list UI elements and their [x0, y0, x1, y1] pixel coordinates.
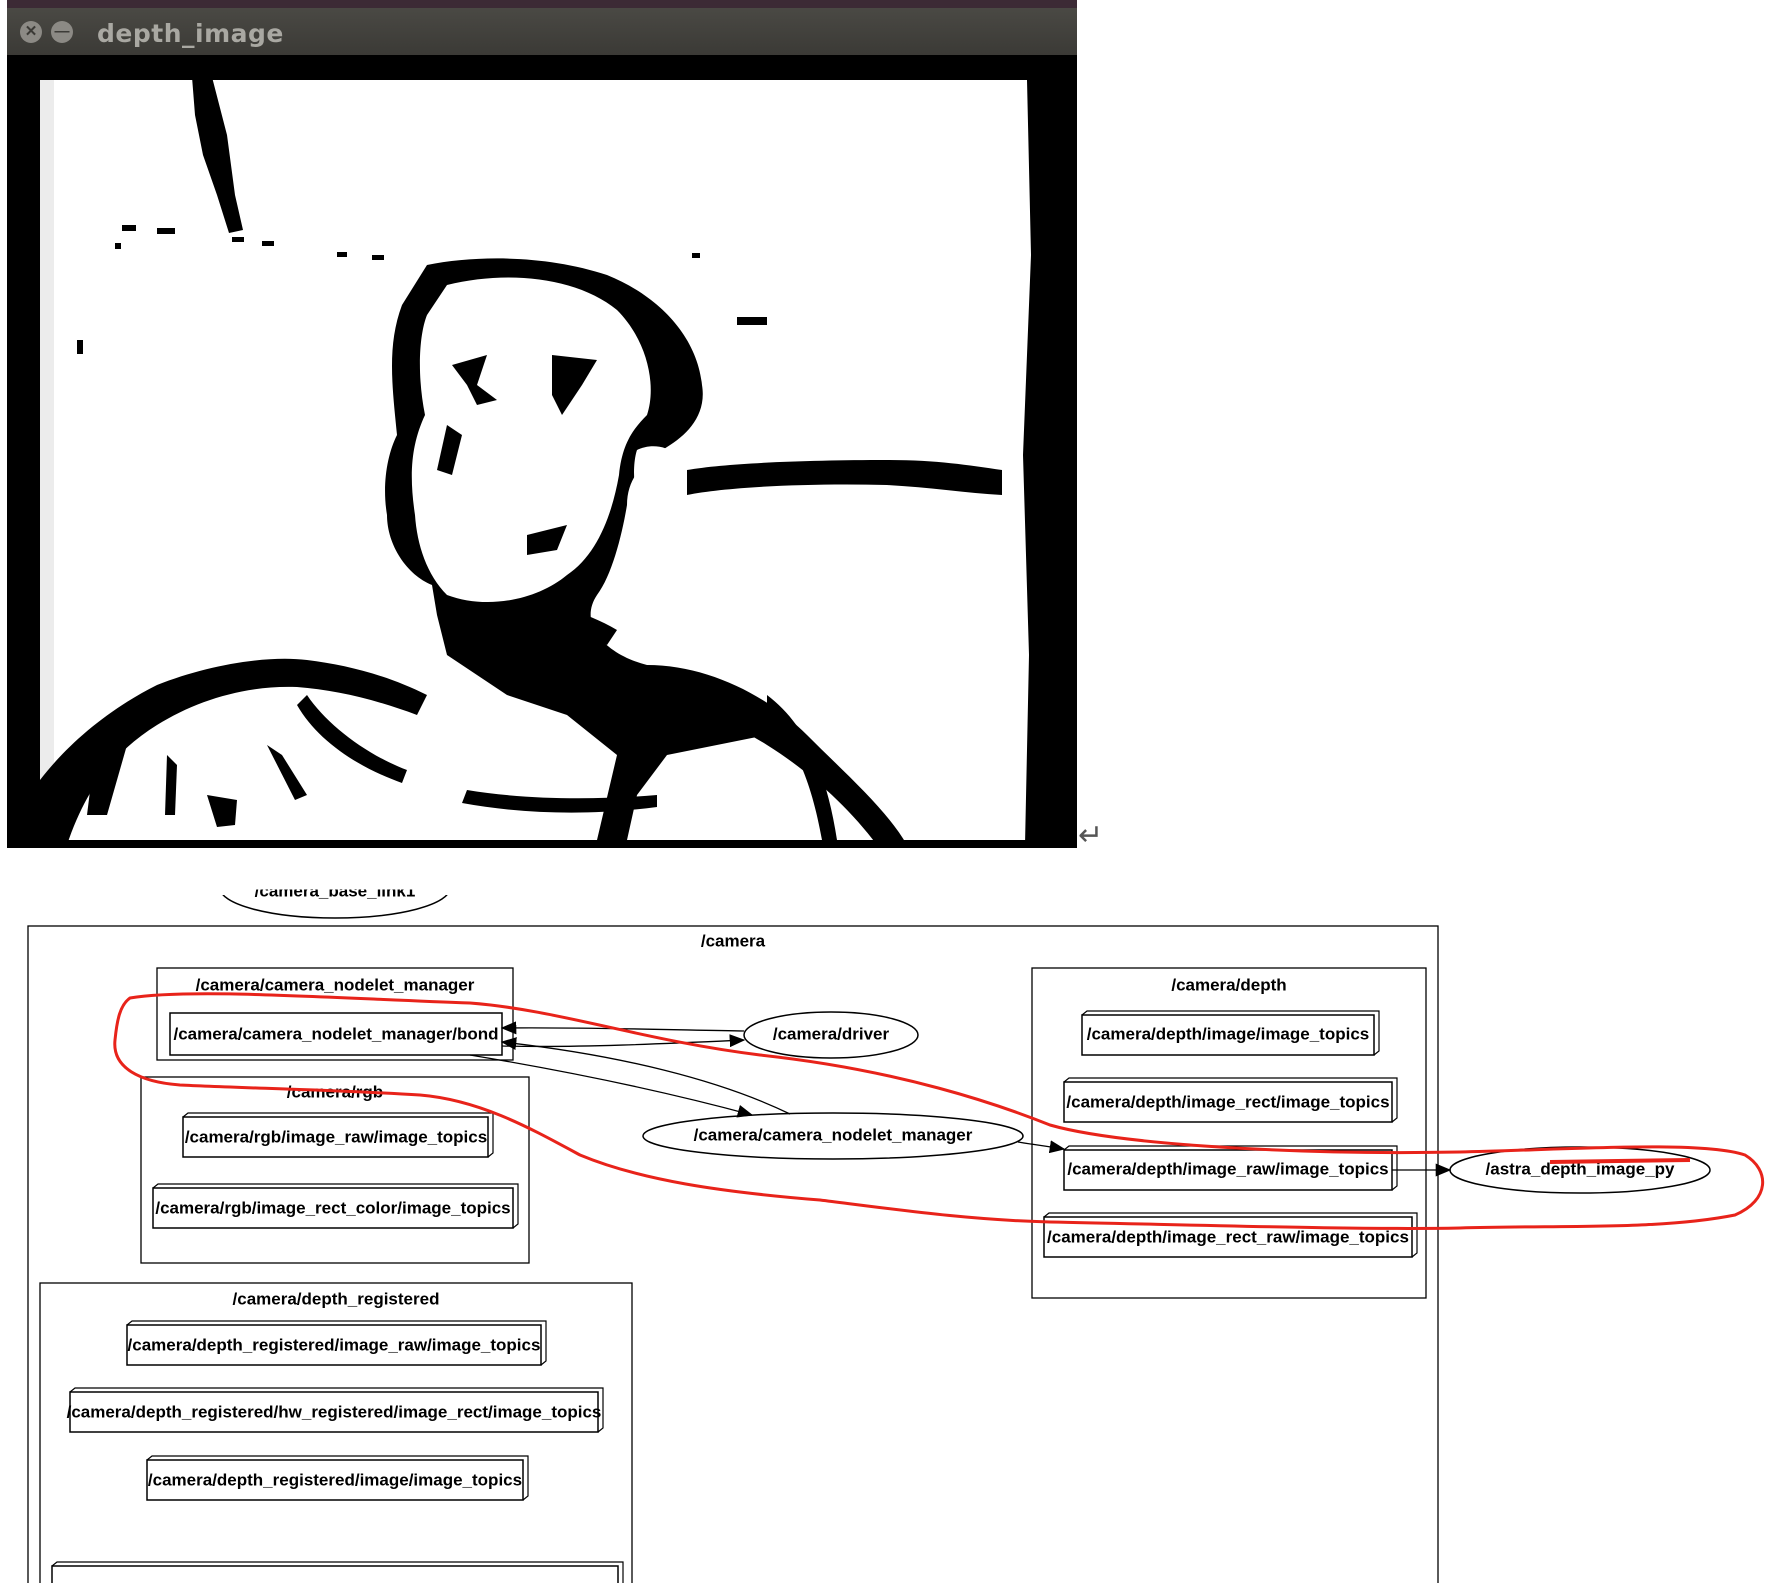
cluster-rgb	[140, 1076, 530, 1264]
node-dr-image[interactable]	[146, 1455, 529, 1501]
node-depth-image-label: /camera/depth/image/image_topics	[1087, 1024, 1370, 1043]
edge-manager-depth-raw	[1017, 1140, 1066, 1154]
depth-noise-streak	[192, 77, 243, 233]
node-rgb-image-rect-color-label: /camera/rgb/image_rect_color/image_topic…	[155, 1198, 510, 1217]
node-nodelet-manager-label: /camera/camera_nodelet_manager	[694, 1125, 973, 1144]
close-icon[interactable]: ✕	[20, 21, 42, 43]
node-dr-hw-rect[interactable]	[69, 1387, 604, 1433]
cluster-depth	[1031, 967, 1427, 1299]
node-rgb-image-raw[interactable]	[182, 1112, 494, 1158]
edge-bond-driver	[501, 1034, 746, 1048]
ros-node-graph: /camera_base_link1 /camera /camera/camer…	[27, 870, 1764, 1583]
node-driver-label: /camera/driver	[773, 1024, 890, 1043]
cluster-depth-registered	[39, 1282, 633, 1583]
node-astra-depth-image-label: /astra_depth_image_py	[1486, 1159, 1676, 1178]
node-dr-image-label: /camera/depth_registered/image/image_top…	[148, 1470, 522, 1489]
return-glyph: ↵	[1078, 819, 1104, 852]
node-dr-image-raw-label: /camera/depth_registered/image_raw/image…	[128, 1335, 541, 1354]
edge-manager-bond	[500, 1037, 791, 1115]
cluster-depth-registered-label: /camera/depth_registered	[233, 1289, 440, 1308]
red-annotation-loop	[113, 992, 1764, 1230]
node-bond[interactable]	[169, 1012, 503, 1056]
node-nodelet-manager[interactable]	[642, 1112, 1024, 1160]
edge-driver-bond	[500, 1021, 745, 1035]
node-dr-partial[interactable]	[51, 1561, 624, 1583]
cluster-nodelet-manager-label: /camera/camera_nodelet_manager	[196, 975, 475, 994]
node-rgb-image-raw-label: /camera/rgb/image_raw/image_topics	[185, 1127, 487, 1146]
node-depth-image-rect-label: /camera/depth/image_rect/image_topics	[1066, 1092, 1389, 1111]
minimize-icon[interactable]: —	[51, 21, 73, 43]
node-depth-image-rect[interactable]	[1063, 1077, 1398, 1123]
shoulder-right	[647, 665, 907, 845]
node-dr-hw-rect-label: /camera/depth_registered/hw_registered/i…	[67, 1402, 602, 1421]
node-bond-label: /camera/camera_nodelet_manager/bond	[173, 1024, 498, 1043]
depth-image-canvas	[7, 55, 1077, 848]
edge-bond-manager	[469, 1054, 754, 1118]
node-depth-image-rect-raw-label: /camera/depth/image_rect_raw/image_topic…	[1047, 1227, 1409, 1246]
cluster-nodelet-manager	[156, 967, 514, 1061]
depth-image-window: ✕ — depth_image	[7, 0, 1077, 848]
node-depth-image-raw-label: /camera/depth/image_raw/image_topics	[1067, 1159, 1388, 1178]
cluster-camera	[27, 925, 1439, 1583]
node-depth-image[interactable]	[1081, 1010, 1380, 1056]
cluster-depth-label: /camera/depth	[1171, 975, 1286, 994]
red-annotation-mark	[1549, 1158, 1691, 1164]
node-dr-image-raw[interactable]	[126, 1320, 547, 1366]
window-titlebar[interactable]: ✕ — depth_image	[7, 8, 1077, 55]
node-rgb-image-rect-color[interactable]	[152, 1183, 519, 1229]
window-title: depth_image	[97, 19, 284, 48]
cable-streak	[687, 460, 1002, 495]
shoulder-left	[40, 658, 427, 845]
cluster-camera-label: /camera	[701, 931, 766, 950]
window-top-strip	[7, 0, 1077, 8]
